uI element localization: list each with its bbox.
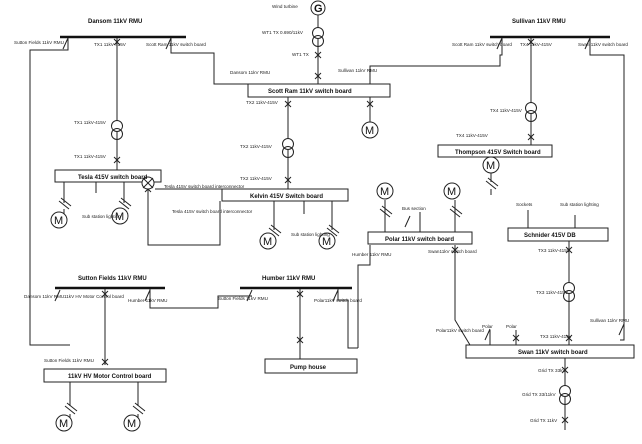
label-tx1-mid: TX1 11kV-415V [74,120,107,125]
label-grid-tx-mid: Grid TX 33/11kV [522,392,556,397]
board-thompson [437,144,553,158]
bus-title-sullivan: Sullivan 11kV RMU [512,19,566,25]
label-substation-lighting-2: Sub station lighting [291,232,330,237]
motor-glyph: M [447,186,456,198]
board-kelvin [221,188,349,202]
label-sockets: Sockets [516,202,533,207]
label-wt1-tx-0690: WT1 TX 0.690/11kV [262,30,304,35]
label-scott-ram-sb-s: Scott Ram 11kV switch board [452,42,512,47]
board-label-schnider: Schnider 415V DB [524,233,576,239]
motor-glyph: M [54,215,63,227]
bus-title-humber: Humber 11kV RMU [262,276,315,282]
motor-glyphs: M M M M M M M M M M [54,125,495,430]
label-polar-a: Polar [482,324,493,329]
label-tx3-top: TX3 11kV-415V [538,248,571,253]
board-label-swan: Swan 11kV switch board [518,350,588,356]
label-tesla-interconnector2: Tesla 415V switch board interconnector [172,209,253,214]
motor-glyph: M [263,236,272,248]
board-swan [465,344,635,359]
bus-title-dansom: Dansom 11kV RMU [88,19,142,25]
board-tesla [54,169,162,183]
generator-glyph: G [314,3,323,15]
label-tx4-mid: TX4 11kV-415V [490,108,523,113]
board-label-polar: Polar 11kV switch board [385,237,454,243]
label-wt1-tx: WT1 TX [292,52,309,57]
label-tx2-mid: TX2 11kV-415V [240,144,273,149]
motor-glyph: M [59,418,68,430]
label-polar-sb-sw: Polar11kV switch board [436,328,484,333]
label-sullivan-rmu-sw: Sullivan 11kV RMU [590,318,629,323]
label-tx2-top: TX2 11kV-415V [246,100,279,105]
label-swan-sb-p: Swan11kV switch board [428,249,477,254]
board-label-kelvin: Kelvin 415V Switch board [250,194,323,200]
board-scott-ram [247,83,391,98]
label-wind-turbine: Wind turbine [272,4,298,9]
label-tx4-top: TX4 11kV-415V [520,42,553,47]
label-tx3-mid: TX3 11kV-415V [536,290,569,295]
generator-symbol [310,0,326,16]
label-substation-lighting-3: Sub station lighting [560,202,599,207]
board-label-scott-ram: Scott Ram 11kV switch board [268,89,352,95]
label-tx1-low: TX1 11kV-415V [74,154,107,159]
label-dansom-rmu-sf: Dansom 11kV RMU [24,294,64,299]
motor-glyph: M [365,125,374,137]
label-tesla-interconnector: Tesla 415V switch board interconnector [164,184,245,189]
label-sutton-fields-rmu-hv: Sutton Fields 11kV RMU [44,358,94,363]
board-label-pump-house: Pump house [290,365,327,371]
label-polar-b: Polar [506,324,517,329]
motor-glyph: M [486,160,495,172]
label-humber-rmu-sf: Humber 11kV RMU [128,298,167,303]
board-label-tesla: Tesla 415V switch board [78,175,148,181]
label-swan-sb-s: Swan 11kV switch board [578,42,628,47]
board-polar [367,231,473,245]
label-tx4-low: TX4 11kV-415V [456,133,489,138]
label-tx3-low: TX3 11kV-415V [540,334,573,339]
label-grid-tx-low: Grid TX 11kV [530,418,558,423]
board-label-thompson: Thompson 415V Switch board [455,150,541,156]
label-hv-motor-cb: 11kV HV Motor Control board [64,294,124,299]
label-grid-tx-top: Grid TX 33kV [538,368,566,373]
bus-title-sutton-fields: Sutton Fields 11kV RMU [78,276,147,282]
label-dansom-rmu-sr: Dansom 11kV RMU [230,70,270,75]
label-bus-section: Bus section [402,206,426,211]
busbars [55,35,610,290]
motor-glyph: M [127,418,136,430]
board-pump-house [264,358,358,374]
label-sutton-fields-rmu-h: Sutton Fields 11kV RMU [218,296,268,301]
label-tx1-top: TX1 11kV-415V [94,42,127,47]
motor-glyph: M [115,211,124,223]
label-sullivan-rmu-sr: Sullivan 11kV RMU [338,68,377,73]
board-label-hv-motor: 11kV HV Motor Control board [68,374,152,380]
motor-glyph: M [322,236,331,248]
label-polar-sb-h: Polar11kV switch board [314,298,362,303]
label-humber-rmu-p: Humber 11kV RMU [352,252,391,257]
board-hv-motor [43,368,167,383]
label-substation-lighting-1: Sub station lighting [82,214,121,219]
label-sutton-fields-rmu-d: Sutton Fields 11kV RMU [14,40,64,45]
label-scott-ram-sb-d: Scott Ram 11kV switch board [146,42,206,47]
label-tx2-low: TX2 11kV-415V [240,176,273,181]
motor-glyph: M [380,186,389,198]
interconnector-isolator-icon [141,176,155,190]
board-schnider [507,227,609,242]
